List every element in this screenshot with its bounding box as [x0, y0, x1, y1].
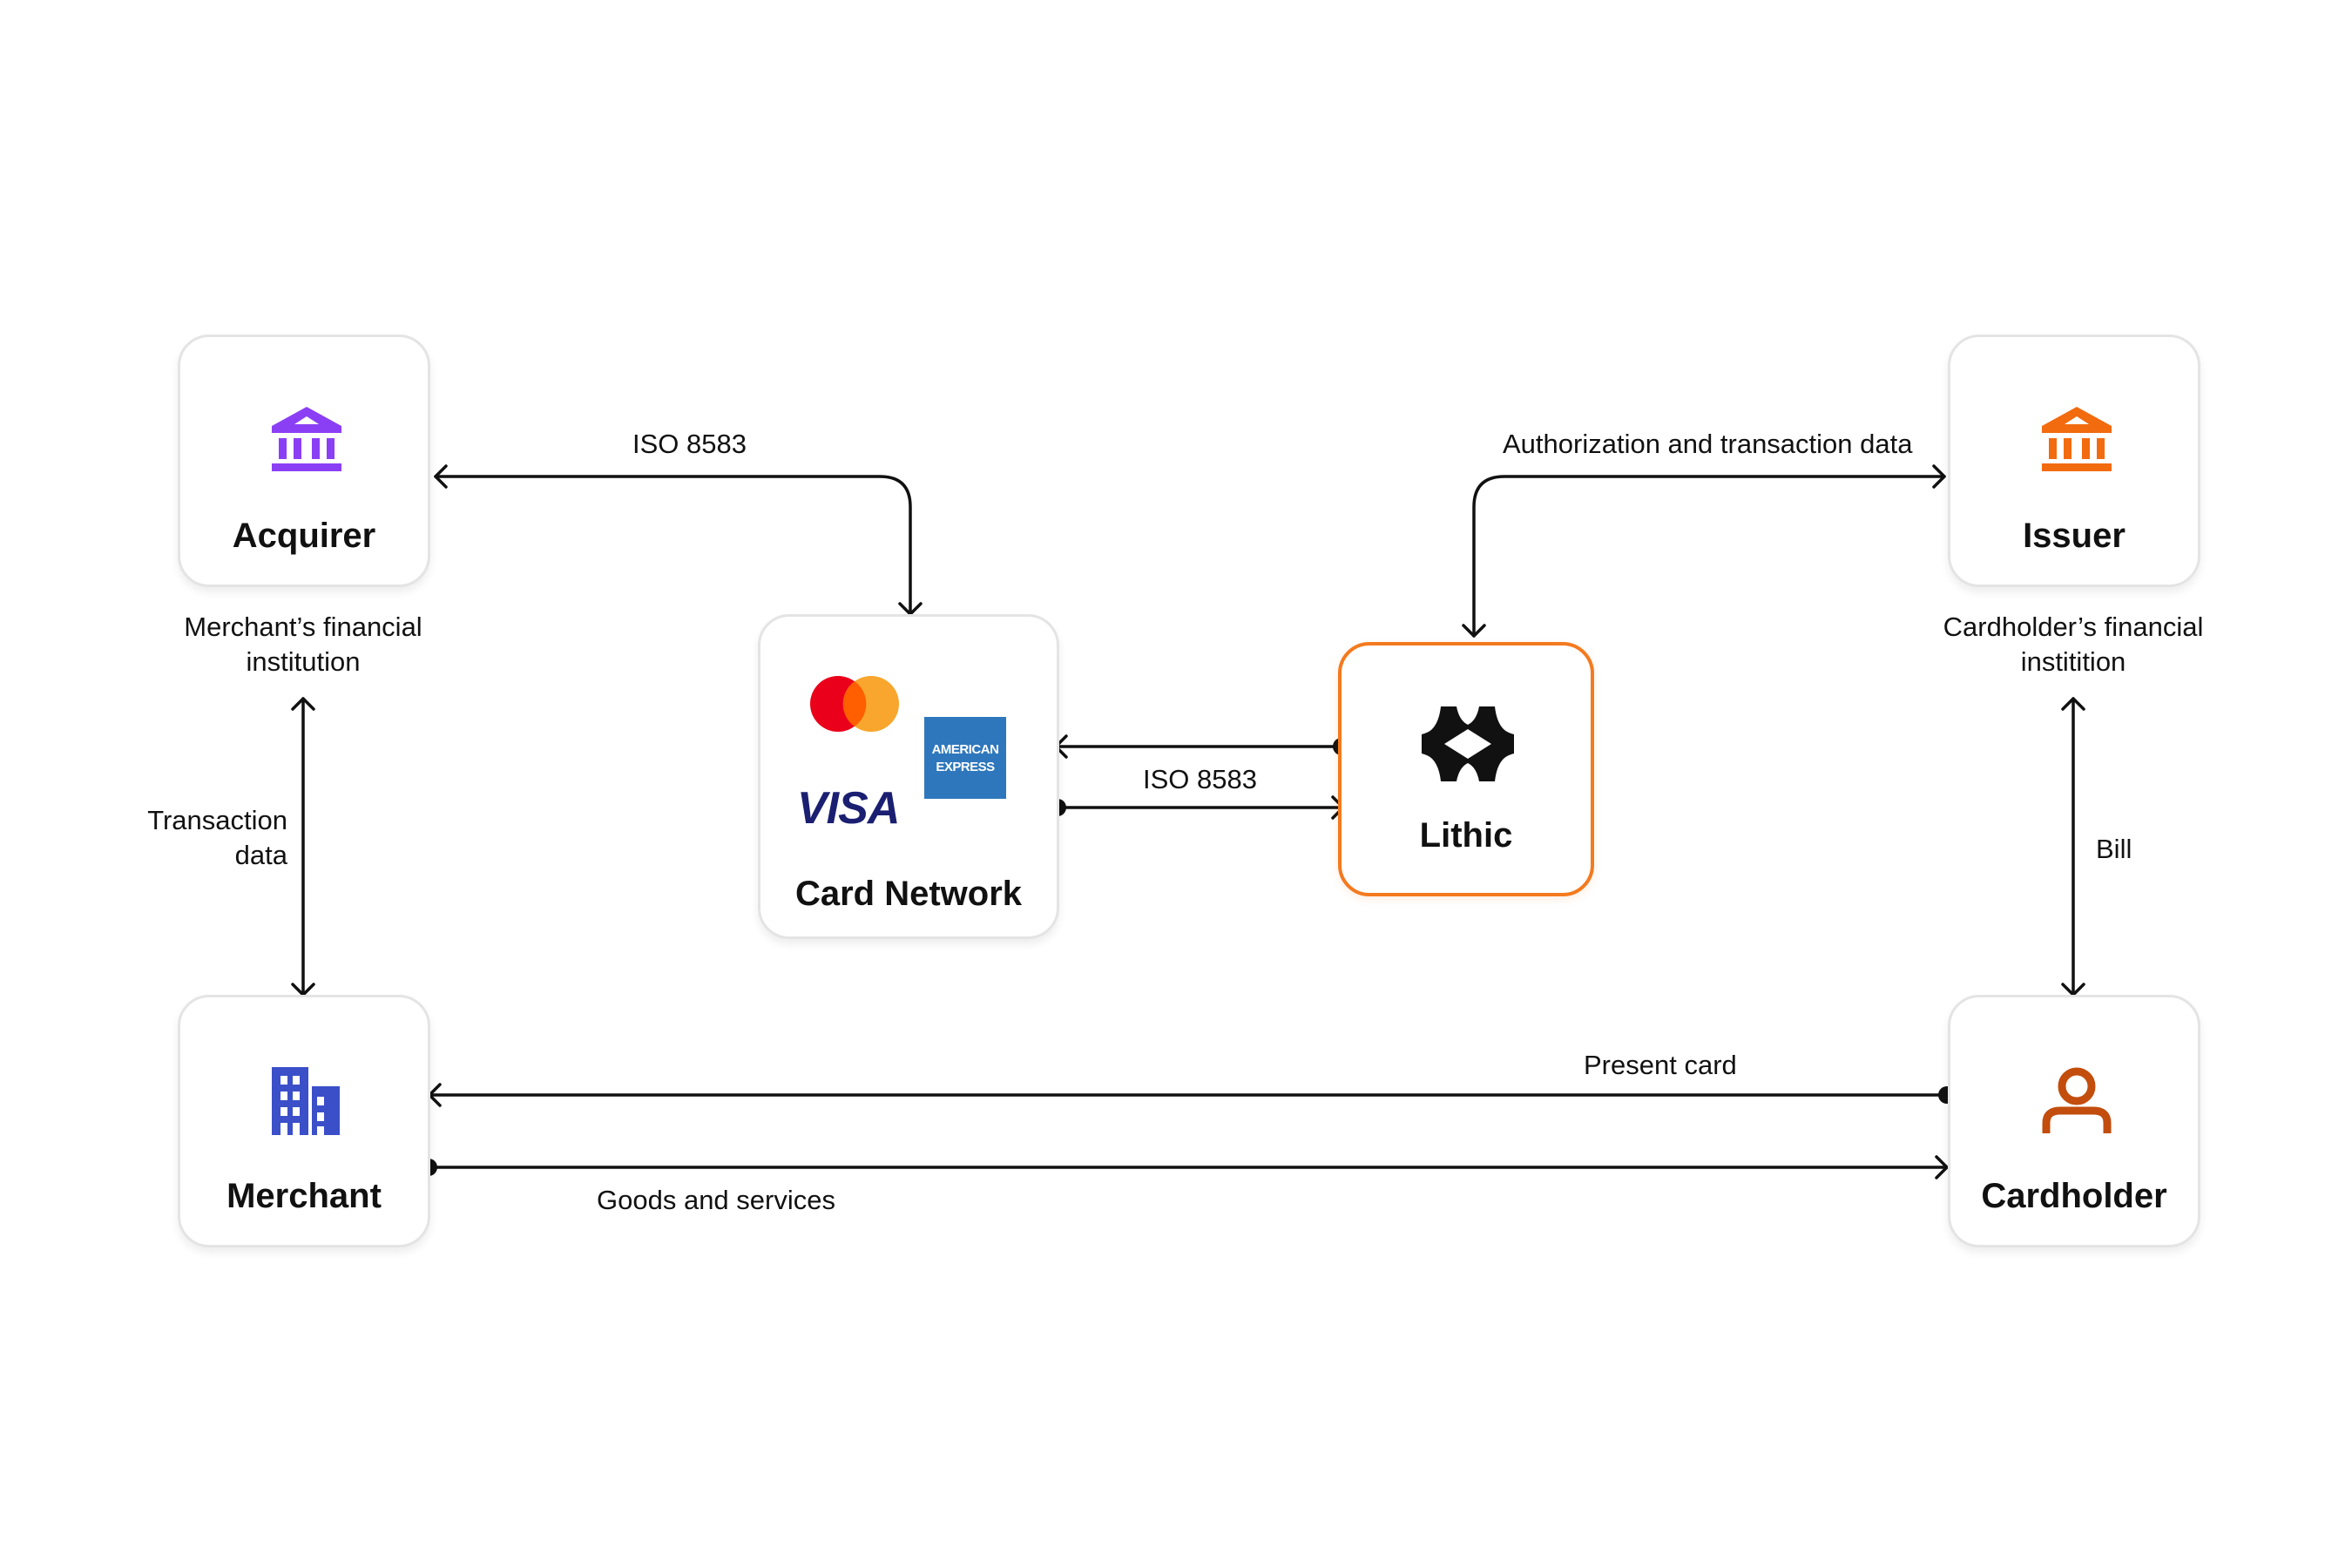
label-present-card: Present card: [1584, 1050, 1737, 1080]
label-goods-services: Goods and services: [597, 1185, 835, 1215]
cardholder-title: Cardholder: [1981, 1177, 2167, 1215]
label-transaction-data: Transaction data: [131, 803, 287, 873]
label-transaction-data-line1: Transaction: [147, 805, 287, 835]
edge-lithic-issuer: [1472, 475, 1946, 638]
mastercard-logo-icon: [810, 676, 899, 732]
label-lithic-issuer: Authorization and transaction data: [1503, 429, 1913, 459]
cardholder-node: Cardholder: [1948, 995, 2200, 1247]
bank-icon: [2042, 407, 2112, 471]
label-acquirer-network: ISO 8583: [632, 429, 747, 459]
arrowhead-acquirer: [434, 464, 448, 489]
issuer-caption-line1: Cardholder’s financial: [1943, 612, 2204, 642]
lithic-title: Lithic: [1419, 816, 1513, 855]
card-network-title: Card Network: [794, 875, 1023, 913]
acquirer-node: Acquirer: [178, 335, 430, 587]
user-icon: [2042, 1067, 2112, 1133]
arrowhead-cardholder-in: [1935, 1155, 1949, 1179]
edge-acquirer-network: [434, 475, 912, 616]
acquirer-title: Acquirer: [232, 517, 376, 555]
lithic-node: Lithic: [1338, 642, 1594, 896]
issuer-caption: Cardholder’s financial institition: [1916, 610, 2230, 679]
label-network-lithic: ISO 8583: [1143, 764, 1257, 794]
merchant-title: Merchant: [226, 1177, 382, 1215]
amex-line1: AMERICAN: [931, 742, 999, 757]
acquirer-caption-line2: institution: [246, 646, 361, 677]
visa-logo: VISA: [797, 783, 900, 834]
arrowhead-acquirer-bottom: [291, 697, 315, 711]
acquirer-caption: Merchant’s financial institution: [155, 610, 451, 679]
label-bill: Bill: [2096, 834, 2132, 864]
issuer-caption-line2: institition: [2020, 646, 2126, 677]
building-icon: [272, 1067, 340, 1135]
amex-logo: AMERICAN EXPRESS: [924, 717, 1006, 799]
lithic-logo-icon: [1422, 706, 1514, 781]
bank-icon: [272, 407, 341, 471]
merchant-node: Merchant: [178, 995, 430, 1247]
label-transaction-data-line2: data: [234, 840, 287, 870]
amex-line2: EXPRESS: [936, 760, 995, 774]
issuer-node: Issuer: [1948, 335, 2200, 587]
arrowhead-issuer: [1932, 464, 1946, 489]
issuer-title: Issuer: [2023, 517, 2126, 555]
arrowhead-lithic-top: [1462, 624, 1486, 638]
arrowhead-issuer-bottom: [2061, 697, 2085, 711]
card-network-node: AMERICAN EXPRESS VISA Card Network: [758, 614, 1059, 939]
acquirer-caption-line1: Merchant’s financial: [184, 612, 422, 642]
